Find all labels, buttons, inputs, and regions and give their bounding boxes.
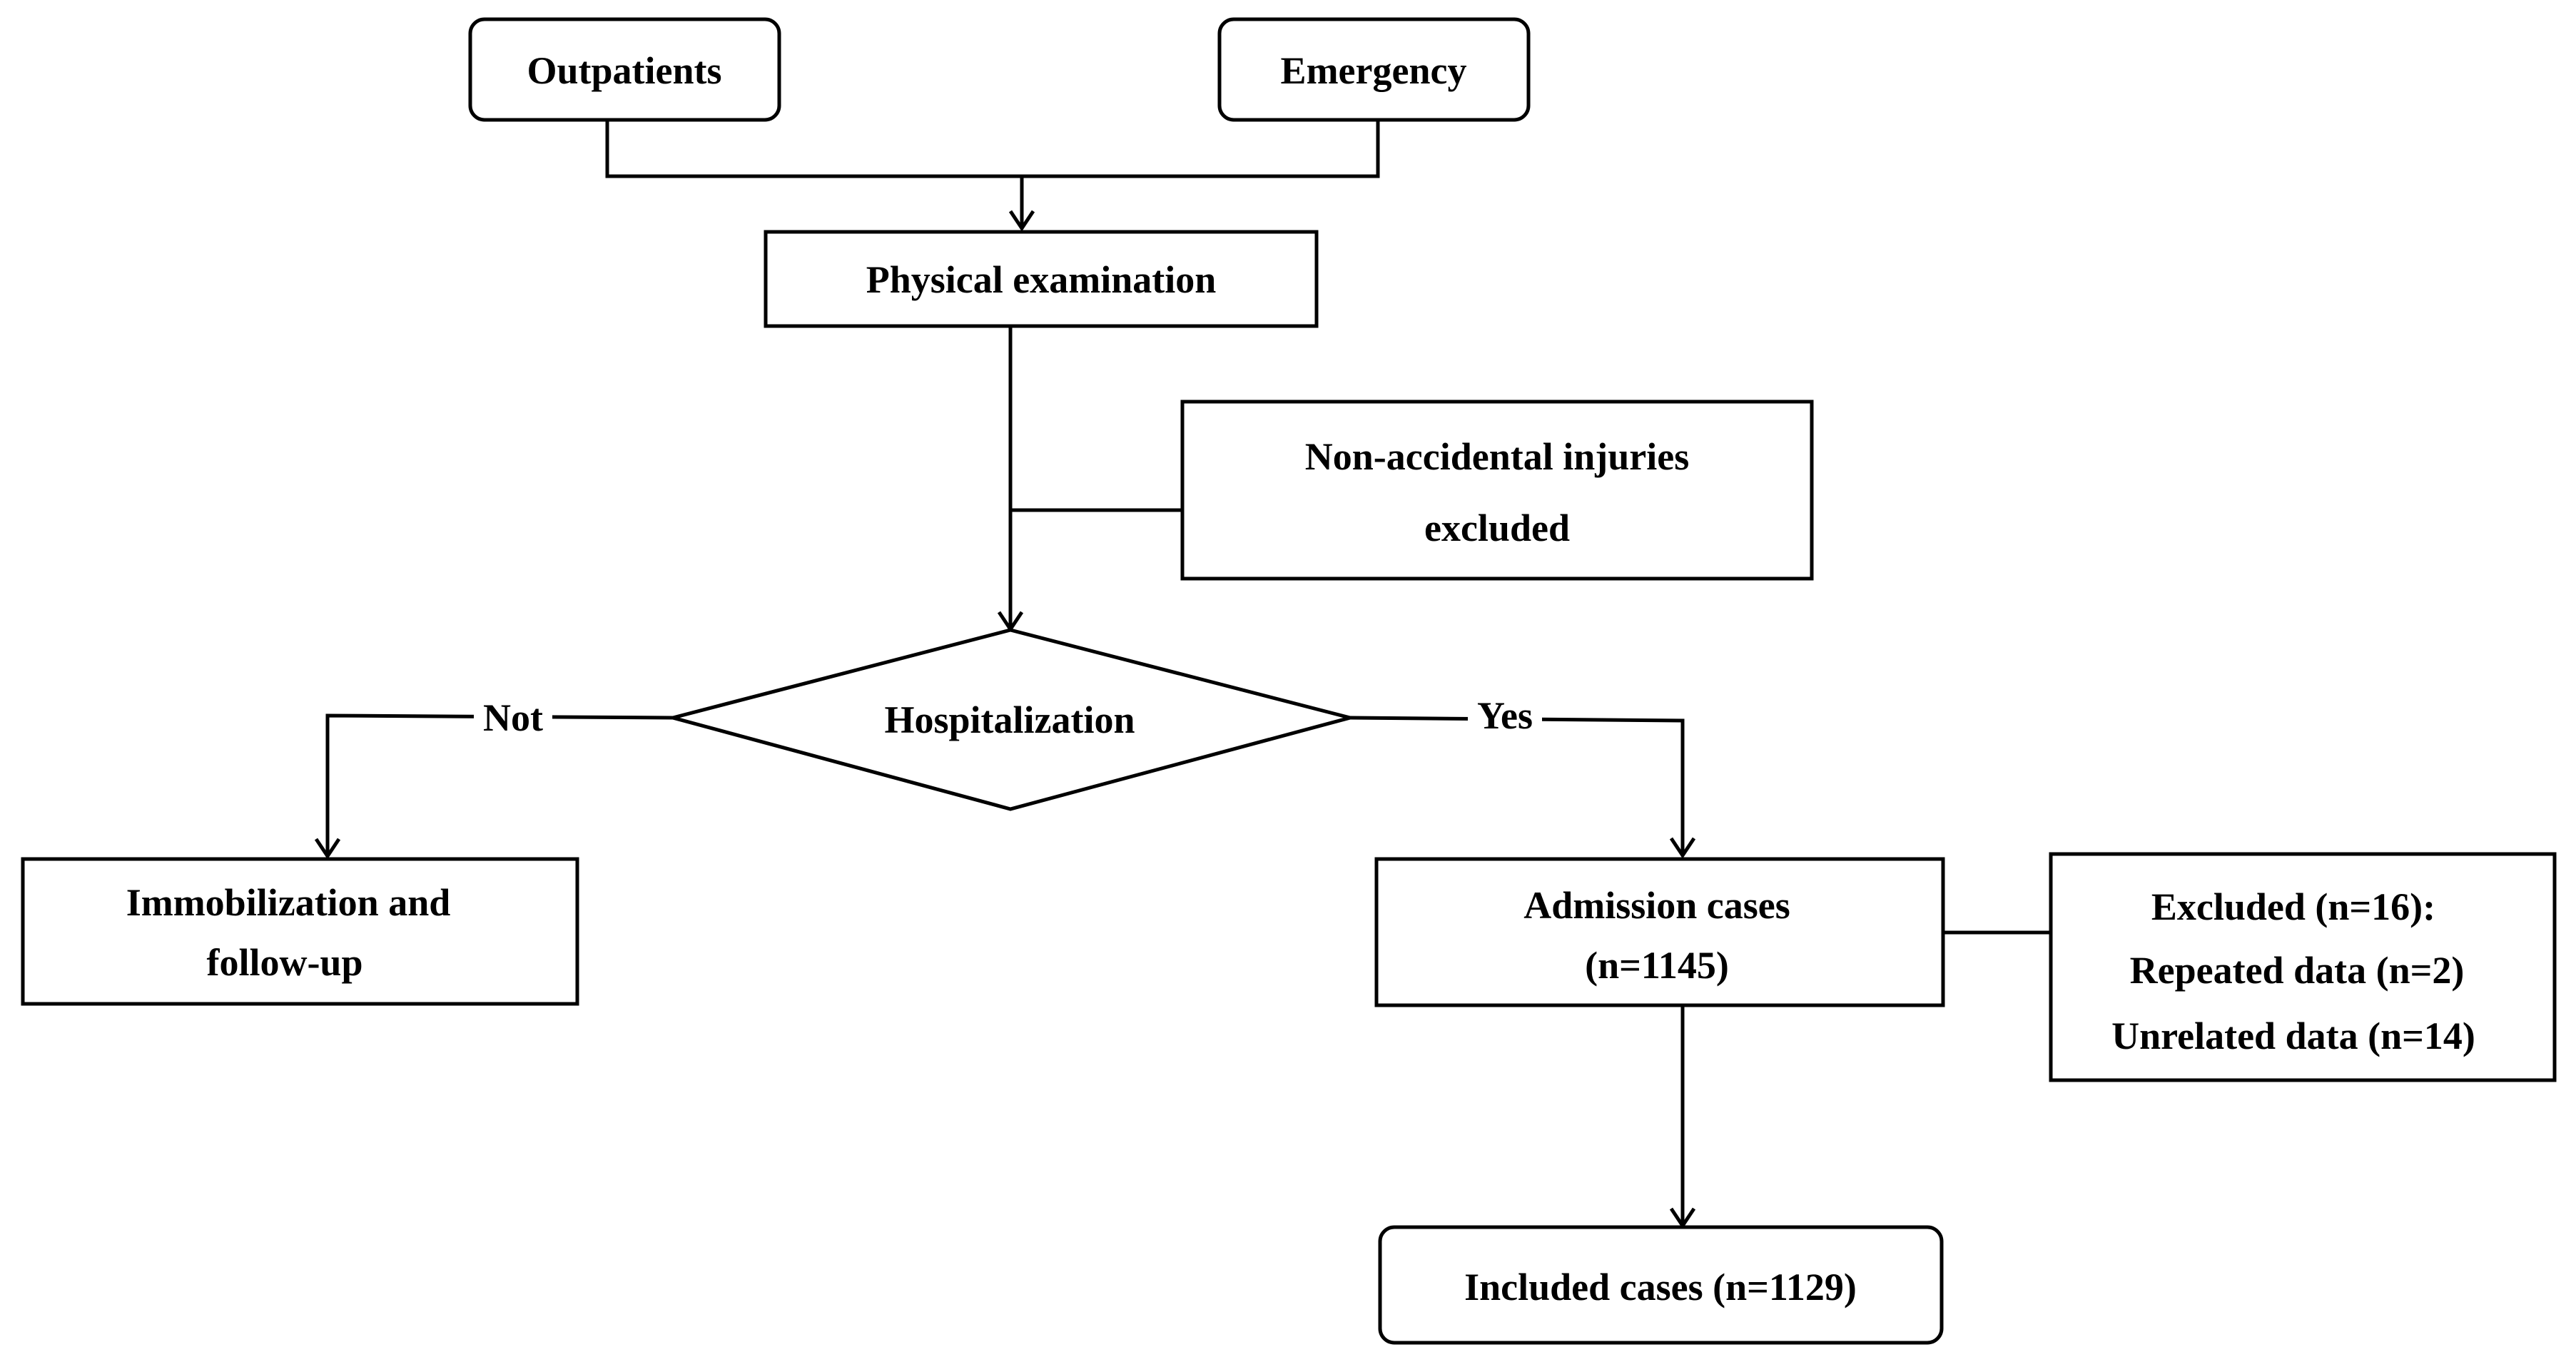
connector-no-branch (325, 713, 674, 856)
emergency-label: Emergency (1281, 49, 1467, 92)
included-label: Included cases (n=1129) (1464, 1266, 1857, 1308)
connectors (314, 120, 2051, 1229)
excluded-label-line2: Repeated data (n=2) (2130, 949, 2465, 992)
label-bg-yes (1468, 693, 1542, 738)
admission-label-line1: Admission cases (1523, 884, 1790, 927)
hospitalization-decision: Hospitalization (666, 628, 1357, 811)
emergency-box (1217, 17, 1531, 122)
included-node: Included cases (n=1129) (1378, 1225, 1944, 1345)
outpatients-node: Outpatients (468, 17, 781, 122)
arrowhead-immobilization (314, 838, 341, 860)
excluded-node: Excluded (n=16): Repeated data (n=2) Unr… (2049, 852, 2557, 1082)
non-accidental-label-line1: Non-accidental injuries (1305, 435, 1689, 478)
excluded-label-line1: Excluded (n=16): (2151, 885, 2435, 928)
immobilization-label-line2: follow-up (206, 941, 362, 984)
arrowhead-admission (1669, 837, 1696, 859)
edge-label-not: Not (483, 696, 543, 739)
outpatients-box (468, 17, 781, 122)
outpatients-label: Outpatients (527, 49, 721, 92)
hospitalization-label: Hospitalization (884, 698, 1135, 741)
connector-outpatients (605, 120, 1022, 178)
connector-emergency (1022, 120, 1380, 178)
immobilization-node: Immobilization and follow-up (21, 857, 579, 1006)
included-box (1378, 1225, 1944, 1345)
hospitalization-diamond (666, 628, 1357, 811)
admission-label-line2: (n=1145) (1585, 944, 1729, 987)
non-accidental-node: Non-accidental injuries excluded (1180, 400, 1814, 581)
non-accidental-label-line2: excluded (1424, 507, 1570, 549)
excluded-box (2049, 852, 2557, 1082)
physical-exam-label: Physical examination (866, 258, 1217, 301)
immobilization-label-line1: Immobilization and (126, 881, 451, 924)
emergency-node: Emergency (1217, 17, 1531, 122)
immobilization-box (21, 857, 579, 1006)
non-accidental-box (1180, 400, 1814, 581)
edge-label-yes: Yes (1477, 694, 1533, 737)
physical-exam-node: Physical examination (764, 230, 1319, 328)
admission-box (1374, 857, 1945, 1007)
arrowhead-physical-exam (1008, 210, 1035, 232)
physical-exam-box (764, 230, 1319, 328)
admission-node: Admission cases (n=1145) (1374, 857, 1945, 1007)
label-bg-not (474, 693, 552, 738)
connector-yes-branch (1349, 716, 1685, 855)
excluded-label-line3: Unrelated data (n=14) (2111, 1015, 2475, 1057)
